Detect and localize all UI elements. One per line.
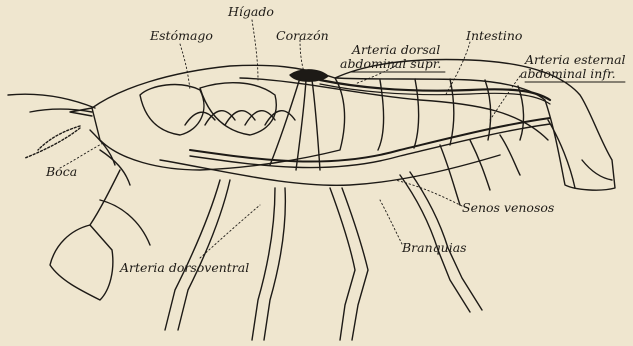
walking-leg: [165, 180, 220, 330]
label-higado: Hígado: [228, 6, 274, 19]
antenna: [8, 94, 95, 108]
stomach-outline: [140, 85, 204, 135]
label-arteria-dorsoventral: Arteria dorsoventral: [120, 262, 249, 275]
label-estomago: Estómago: [150, 30, 213, 43]
label-arteria-esternal-line1: Arteria esternal: [525, 54, 626, 67]
cheliped: [90, 170, 120, 225]
antennule: [25, 128, 80, 158]
claw: [50, 225, 113, 300]
leader-higado: [252, 20, 258, 80]
label-arteria-esternal-line2: abdominal infr.: [520, 68, 616, 81]
leader-corazon: [300, 40, 304, 72]
label-corazon: Corazón: [276, 30, 329, 43]
label-intestino: Intestino: [466, 30, 522, 43]
leader-estomago: [180, 44, 190, 90]
intestine: [240, 78, 548, 140]
abdomen-segment: [378, 80, 384, 150]
sternal-artery: [190, 124, 550, 168]
label-arteria-dorsal-line1: Arteria dorsal: [352, 44, 440, 57]
claw: [100, 200, 150, 245]
swimmeret: [440, 145, 460, 205]
gill: [185, 112, 215, 125]
label-boca: Boca: [46, 166, 77, 179]
label-branquias: Branquias: [402, 242, 467, 255]
walking-leg: [342, 188, 368, 340]
telson: [548, 120, 575, 188]
swimmeret: [470, 140, 490, 190]
label-senos-venosos: Senos venosos: [462, 202, 554, 215]
label-arteria-dorsal-line2: abdominal supr.: [340, 58, 441, 71]
sternal-artery: [190, 118, 550, 162]
telson: [582, 160, 612, 180]
artery-branch: [270, 78, 300, 165]
antennule: [38, 126, 80, 150]
artery-branch: [296, 80, 306, 170]
abdomen-segment: [450, 79, 454, 145]
walking-leg: [252, 188, 275, 340]
leader-branquias: [380, 200, 402, 244]
walking-leg: [330, 188, 355, 340]
leader-intestino: [445, 42, 470, 96]
liver-outline: [200, 83, 276, 135]
mouthparts: [90, 130, 115, 165]
swimmeret: [500, 135, 520, 175]
